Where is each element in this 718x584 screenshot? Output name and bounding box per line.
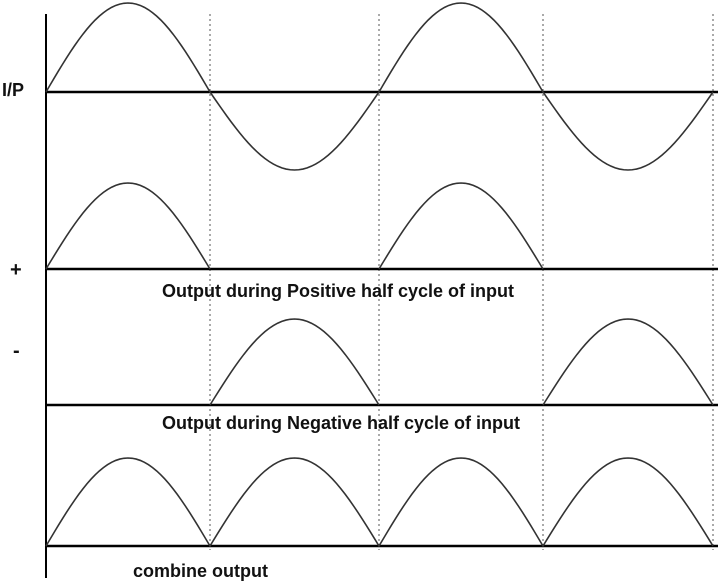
input-sine-wave: [45, 2, 714, 171]
combined-output-wave: [45, 457, 714, 548]
positive-half-caption: Output during Positive half cycle of inp…: [162, 281, 514, 301]
zero-crossing-guides: [209, 14, 714, 550]
negative-half-caption: Output during Negative half cycle of inp…: [162, 413, 520, 433]
negative-half-output-wave: [209, 318, 714, 406]
positive-half-output-wave: [45, 182, 544, 270]
combined-output-caption: combine output: [133, 561, 268, 581]
plus-sign-label: +: [10, 259, 22, 281]
minus-sign-label: -: [13, 340, 20, 362]
input-label: I/P: [2, 80, 24, 100]
